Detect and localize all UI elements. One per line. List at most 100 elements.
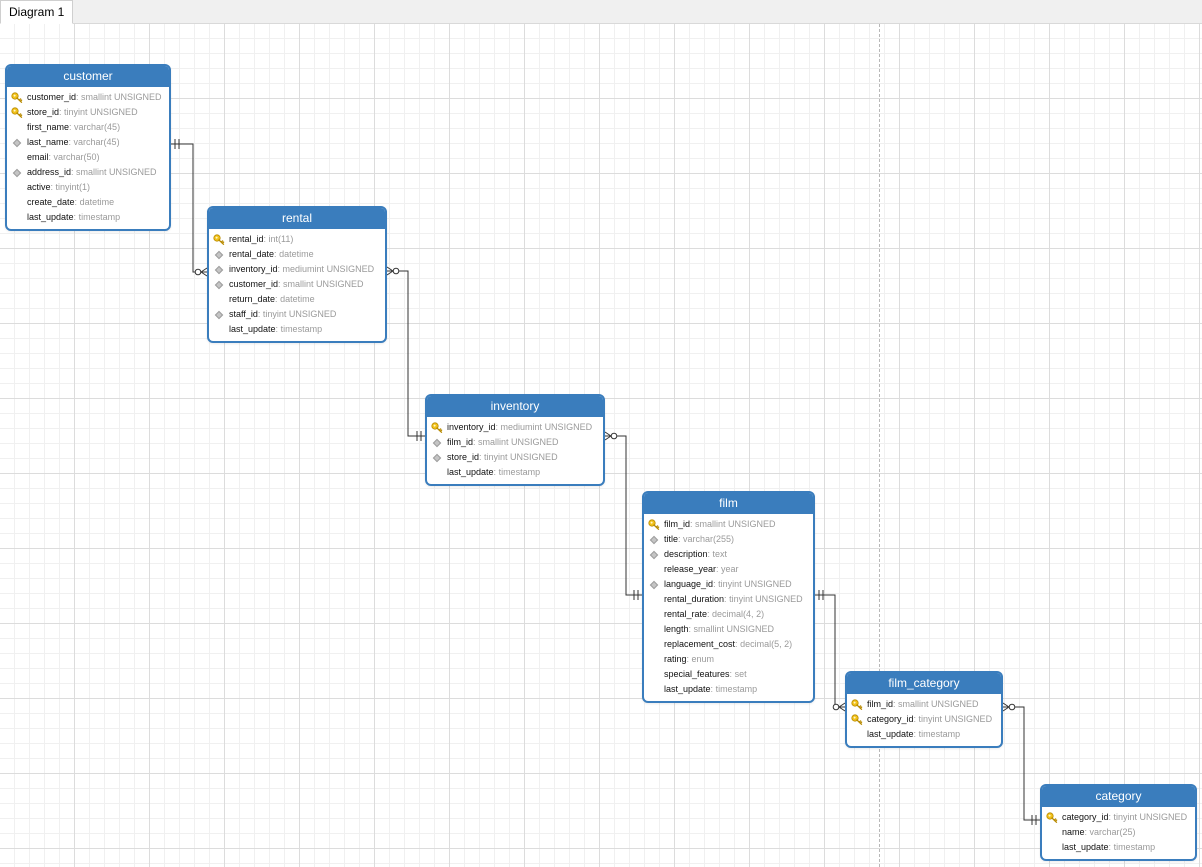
column-name: last_update xyxy=(27,212,74,222)
column-row[interactable]: address_id: smallint UNSIGNED xyxy=(7,165,169,180)
column-row[interactable]: description: text xyxy=(644,547,813,562)
column-row[interactable]: first_name: varchar(45) xyxy=(7,120,169,135)
column-row[interactable]: language_id: tinyint UNSIGNED xyxy=(644,577,813,592)
column-row[interactable]: rental_date: datetime xyxy=(209,247,385,262)
column-row[interactable]: email: varchar(50) xyxy=(7,150,169,165)
column-name: customer_id xyxy=(27,92,77,102)
column-row[interactable]: name: varchar(25) xyxy=(1042,825,1195,840)
relation-path xyxy=(815,594,845,708)
column-name: staff_id xyxy=(229,309,258,319)
column-row[interactable]: replacement_cost: decimal(5, 2) xyxy=(644,637,813,652)
type-separator: : xyxy=(495,422,501,432)
type-separator: : xyxy=(74,197,80,207)
type-separator: : xyxy=(724,594,730,604)
column-row[interactable]: inventory_id: mediumint UNSIGNED xyxy=(427,420,603,435)
column-row[interactable]: last_update: timestamp xyxy=(209,322,385,337)
primary-key-icon xyxy=(851,699,863,710)
column-row[interactable]: last_update: timestamp xyxy=(644,682,813,697)
column-name: category_id xyxy=(867,714,914,724)
primary-key-icon xyxy=(648,519,660,530)
type-separator: : xyxy=(1084,827,1090,837)
relation-film_category-category xyxy=(1002,702,1040,825)
type-separator: : xyxy=(893,699,899,709)
type-separator: : xyxy=(710,684,716,694)
tab-diagram-1[interactable]: Diagram 1 xyxy=(0,0,74,24)
column-row[interactable]: rental_rate: decimal(4, 2) xyxy=(644,607,813,622)
column-row[interactable]: rating: enum xyxy=(644,652,813,667)
column-row[interactable]: last_update: timestamp xyxy=(7,210,169,225)
primary-key-icon xyxy=(1046,812,1058,823)
column-row[interactable]: active: tinyint(1) xyxy=(7,180,169,195)
type-separator: : xyxy=(50,182,56,192)
column-row[interactable]: film_id: smallint UNSIGNED xyxy=(427,435,603,450)
column-row[interactable]: customer_id: smallint UNSIGNED xyxy=(209,277,385,292)
column-type: timestamp xyxy=(1113,842,1156,852)
column-type: datetime xyxy=(280,294,315,304)
type-separator: : xyxy=(59,107,65,117)
type-separator: : xyxy=(686,654,692,664)
column-name: return_date xyxy=(229,294,276,304)
column-name: last_update xyxy=(1062,842,1109,852)
column-name: description xyxy=(664,549,708,559)
type-separator: : xyxy=(1108,812,1114,822)
column-row[interactable]: create_date: datetime xyxy=(7,195,169,210)
type-separator: : xyxy=(479,452,485,462)
column-name: rental_rate xyxy=(664,609,708,619)
column-row[interactable]: title: varchar(255) xyxy=(644,532,813,547)
column-row[interactable]: last_name: varchar(45) xyxy=(7,135,169,150)
column-type: smallint UNSIGNED xyxy=(478,437,559,447)
column-type: tinyint UNSIGNED xyxy=(484,452,558,462)
column-type: tinyint(1) xyxy=(55,182,91,192)
column-row[interactable]: last_update: timestamp xyxy=(427,465,603,480)
column-name: length xyxy=(664,624,689,634)
table-film-category[interactable]: film_category film_id: smallint UNSIGNED… xyxy=(845,671,1003,748)
table-rental[interactable]: rental rental_id: int(11)rental_date: da… xyxy=(207,206,387,343)
column-row[interactable]: last_update: timestamp xyxy=(847,727,1001,742)
column-row[interactable]: staff_id: tinyint UNSIGNED xyxy=(209,307,385,322)
column-type: smallint UNSIGNED xyxy=(693,624,775,634)
column-row[interactable]: return_date: datetime xyxy=(209,292,385,307)
column-type: smallint UNSIGNED xyxy=(898,699,979,709)
diagram-tab-bar: Diagram 1 xyxy=(0,0,1202,24)
column-type: timestamp xyxy=(715,684,758,694)
column-row[interactable]: length: smallint UNSIGNED xyxy=(644,622,813,637)
column-name: replacement_cost xyxy=(664,639,736,649)
type-separator: : xyxy=(688,624,694,634)
relation-film-film_category xyxy=(815,590,846,712)
type-separator: : xyxy=(913,714,919,724)
index-diamond-icon xyxy=(649,550,659,560)
type-separator: : xyxy=(716,564,722,574)
index-diamond-icon xyxy=(214,265,224,275)
column-row[interactable]: rental_id: int(11) xyxy=(209,232,385,247)
column-row[interactable]: rental_duration: tinyint UNSIGNED xyxy=(644,592,813,607)
table-title: inventory xyxy=(427,396,603,417)
column-row[interactable]: customer_id: smallint UNSIGNED xyxy=(7,90,169,105)
column-row[interactable]: store_id: tinyint UNSIGNED xyxy=(427,450,603,465)
index-diamond-icon xyxy=(12,138,22,148)
column-row[interactable]: special_features: set xyxy=(644,667,813,682)
column-name: email xyxy=(27,152,49,162)
column-type: timestamp xyxy=(498,467,541,477)
column-row[interactable]: inventory_id: mediumint UNSIGNED xyxy=(209,262,385,277)
table-inventory[interactable]: inventory inventory_id: mediumint UNSIGN… xyxy=(425,394,605,486)
column-row[interactable]: category_id: tinyint UNSIGNED xyxy=(847,712,1001,727)
column-row[interactable]: film_id: smallint UNSIGNED xyxy=(847,697,1001,712)
column-row[interactable]: release_year: year xyxy=(644,562,813,577)
column-type: smallint UNSIGNED xyxy=(76,167,157,177)
column-row[interactable]: film_id: smallint UNSIGNED xyxy=(644,517,813,532)
crowfoot-line xyxy=(386,270,394,276)
column-row[interactable]: last_update: timestamp xyxy=(1042,840,1195,855)
column-row[interactable]: store_id: tinyint UNSIGNED xyxy=(7,105,169,120)
column-name: last_update xyxy=(664,684,711,694)
column-type: mediumint UNSIGNED xyxy=(282,264,375,274)
column-type: tinyint UNSIGNED xyxy=(718,579,792,589)
column-row[interactable]: category_id: tinyint UNSIGNED xyxy=(1042,810,1195,825)
column-type: tinyint UNSIGNED xyxy=(918,714,993,724)
